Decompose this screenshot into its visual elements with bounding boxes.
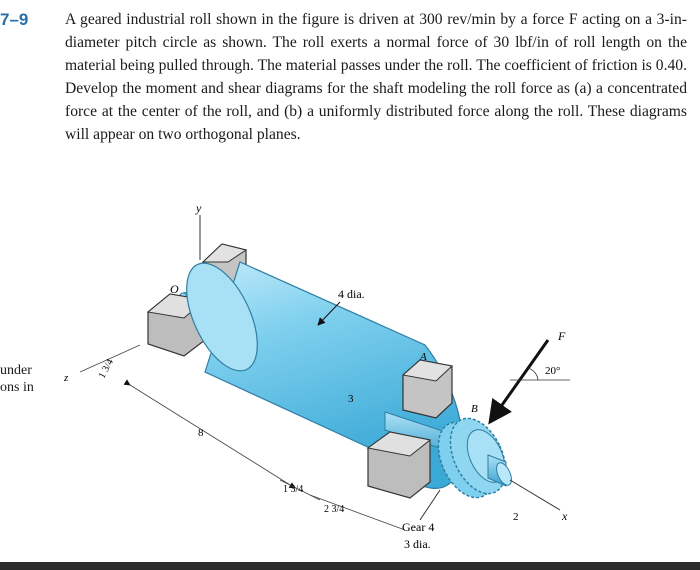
label-dim-2: 2 — [513, 511, 519, 523]
x-axis-line — [509, 479, 561, 511]
dim-line-1-3-4-b — [279, 479, 321, 501]
dim-line-8 — [123, 379, 296, 489]
label-gear: Gear 4 — [402, 520, 434, 534]
label-dim-1-3-4-b: 1 3/4 — [283, 484, 303, 495]
label-z: z — [63, 372, 69, 384]
roll-left-face — [186, 262, 258, 372]
label-angle: 20° — [545, 365, 560, 377]
problem-statement: A geared industrial roll shown in the fi… — [65, 11, 687, 143]
gear-leader — [419, 489, 441, 521]
label-b: B — [471, 403, 478, 415]
label-a: A — [419, 351, 427, 363]
bottom-bar — [0, 562, 700, 570]
dim-line-1-3-4-a — [79, 344, 141, 373]
label-roll-dia: 4 dia. — [338, 287, 365, 301]
dim-line-2-3-4 — [309, 494, 406, 531]
label-dim-1-3-4-a: 1 3/4 — [97, 357, 116, 380]
label-o: O — [170, 282, 179, 296]
roll-figure: y O 4 dia. 3 A B x F 20° z 1 3/4 8 — [63, 201, 570, 551]
roll-dia-leader — [317, 301, 341, 326]
force-f-arrow — [488, 339, 550, 425]
problem-number: 7–9 — [0, 10, 29, 29]
margin-text-ons-in: ons in — [0, 380, 34, 395]
margin-text-under: under — [0, 363, 32, 378]
label-dim-2-3-4: 2 3/4 — [324, 504, 344, 515]
label-y: y — [195, 201, 202, 215]
label-gear-dia: 3 dia. — [404, 537, 431, 551]
label-f: F — [557, 329, 566, 343]
label-x: x — [561, 509, 568, 523]
label-dim-8: 8 — [198, 427, 204, 439]
label-dim-3: 3 — [348, 393, 354, 405]
